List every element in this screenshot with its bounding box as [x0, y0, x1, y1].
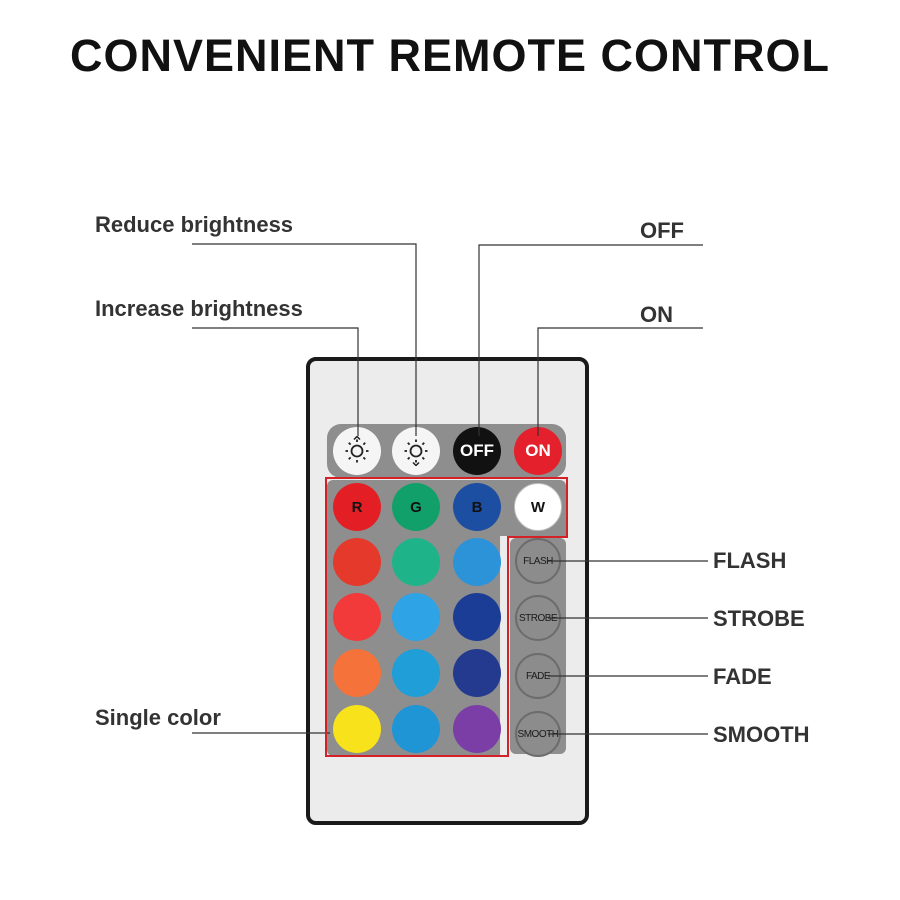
leader-reduce-brightness — [192, 243, 417, 436]
color-button[interactable] — [453, 593, 501, 641]
callout-on: ON — [640, 302, 673, 327]
flash-button-label: FLASH — [523, 555, 553, 567]
brightness-up-icon — [343, 436, 371, 466]
callout-flash: FLASH — [713, 548, 787, 573]
color-button[interactable] — [392, 649, 440, 697]
leader-increase-brightness — [192, 327, 359, 436]
color-button-label: B — [471, 498, 483, 516]
color-button[interactable] — [453, 649, 501, 697]
callout-off: OFF — [640, 218, 684, 243]
off-button[interactable]: OFF — [453, 427, 501, 475]
color-button[interactable] — [392, 705, 440, 753]
callout-fade: FADE — [713, 664, 772, 689]
on-button-label: ON — [525, 441, 551, 460]
single-color-outline — [325, 477, 568, 757]
smooth-button-label: SMOOTH — [517, 728, 559, 740]
on-button[interactable]: ON — [514, 427, 562, 475]
callout-strobe: STROBE — [713, 606, 805, 631]
fade-button-label: FADE — [525, 670, 551, 682]
color-button[interactable] — [392, 593, 440, 641]
color-button[interactable] — [453, 538, 501, 586]
color-button[interactable] — [333, 538, 381, 586]
color-button-label: R — [351, 498, 363, 516]
color-button[interactable] — [333, 593, 381, 641]
color-button[interactable] — [333, 649, 381, 697]
increase-brightness-button[interactable] — [333, 427, 381, 475]
color-button-label: G — [410, 498, 422, 516]
color-button-b[interactable]: B — [453, 483, 501, 531]
leader-off — [478, 244, 703, 436]
page-title: CONVENIENT REMOTE CONTROL — [69, 30, 830, 81]
callout-reduce-brightness: Reduce brightness — [95, 212, 294, 237]
color-button[interactable] — [333, 705, 381, 753]
color-button[interactable] — [453, 705, 501, 753]
color-button-label: W — [530, 498, 546, 516]
off-button-label: OFF — [460, 441, 494, 460]
color-button-r[interactable]: R — [333, 483, 381, 531]
callout-increase-brightness: Increase brightness — [95, 296, 303, 321]
leader-on — [537, 327, 703, 436]
color-button-g[interactable]: G — [392, 483, 440, 531]
color-button[interactable] — [392, 538, 440, 586]
callout-smooth: SMOOTH — [713, 722, 810, 747]
callout-single-color: Single color — [95, 705, 221, 730]
reduce-brightness-button[interactable] — [392, 427, 440, 475]
brightness-down-icon — [402, 436, 430, 466]
color-button-w[interactable]: W — [514, 483, 562, 531]
strobe-button-label: STROBE — [518, 612, 558, 624]
